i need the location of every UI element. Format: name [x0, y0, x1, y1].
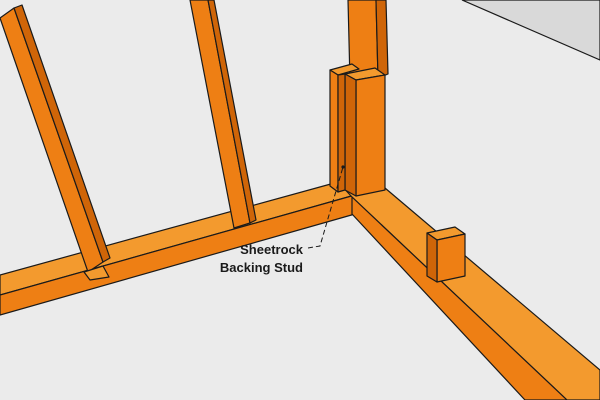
callout-line-2: Backing Stud	[219, 260, 303, 275]
callout-line-1: Sheetrock	[240, 242, 303, 257]
corner-stud	[344, 67, 386, 197]
callout-leader-dot	[341, 165, 345, 169]
wall-stud-1	[0, 4, 111, 281]
short-stud-block	[426, 226, 466, 283]
wall-stud-2	[189, 0, 257, 229]
sheetrock-backing-stud	[329, 63, 360, 193]
callout-leader-line	[307, 166, 344, 249]
backing-stud-callout: Sheetrock Backing Stud	[205, 241, 303, 277]
far-wall	[461, 0, 600, 61]
